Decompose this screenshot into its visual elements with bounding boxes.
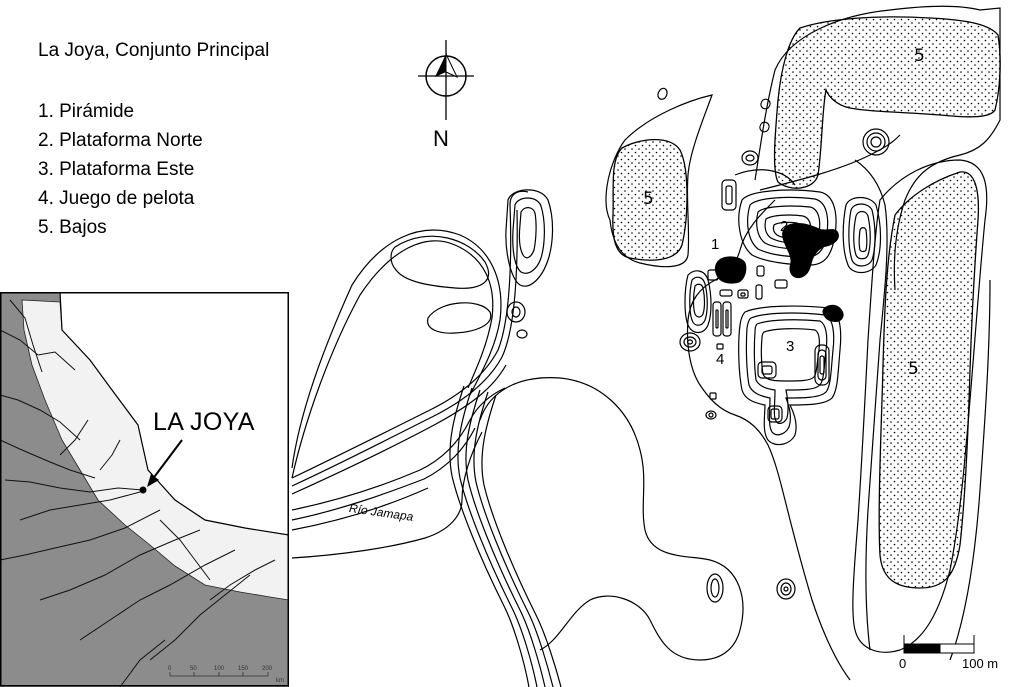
bajo-east <box>878 171 980 589</box>
inset-regional-map <box>0 292 289 687</box>
site-pointer-arrow <box>151 439 183 481</box>
bajo-north <box>773 16 1001 189</box>
inset-scale-label-100: 100 <box>214 666 225 672</box>
legend-item-plataforma-norte: 2. Plataforma Norte <box>38 130 203 151</box>
inset-scale-label-50: 50 <box>190 666 197 672</box>
scale-bar <box>903 635 975 654</box>
inset-scale-label-0: 0 <box>168 666 172 672</box>
site-pointer-arrowhead <box>147 474 159 487</box>
map-title: La Joya, Conjunto Principal <box>38 40 270 61</box>
inset-site-label: LA JOYA <box>153 408 255 436</box>
label-plataforma-este: 3 <box>786 338 795 355</box>
inset-scale-label-150: 150 <box>238 666 249 672</box>
bajo-west <box>612 139 688 261</box>
plataforma-este-corner-mass <box>822 304 844 322</box>
inset-scale-bar <box>169 672 269 677</box>
site-location-marker <box>139 486 147 494</box>
north-arrow-icon <box>418 40 474 120</box>
inset-scale-label-200: 200 <box>262 666 273 672</box>
north-label: N <box>433 126 449 151</box>
legend-item-piramide: 1. Pirámide <box>38 101 135 122</box>
scale-label-end: 100 m <box>962 656 999 671</box>
legend: 1. Pirámide 2. Plataforma Norte 3. Plata… <box>38 97 203 242</box>
inset-scale-label-unit: km <box>276 678 284 684</box>
scale-label-start: 0 <box>899 656 907 671</box>
inset-frame <box>0 292 289 687</box>
bajos-dotted-areas <box>612 16 1001 589</box>
black-structure-masses <box>714 222 844 322</box>
label-bajo-west: 5 <box>643 189 654 209</box>
legend-item-juego-de-pelota: 4. Juego de pelota <box>38 188 195 209</box>
label-bajo-north: 5 <box>914 46 925 66</box>
inset-sea <box>59 292 289 536</box>
piramide-mass <box>714 256 747 284</box>
label-plataforma-norte: 2 <box>780 218 789 235</box>
inset-rivers <box>0 299 276 687</box>
label-piramide: 1 <box>711 236 720 253</box>
legend-item-plataforma-este: 3. Plataforma Este <box>38 159 195 180</box>
plataforma-norte-mass <box>782 222 839 279</box>
legend-item-bajos: 5. Bajos <box>38 217 107 238</box>
label-juego-de-pelota: 4 <box>716 351 725 368</box>
label-bajo-east: 5 <box>908 359 919 379</box>
